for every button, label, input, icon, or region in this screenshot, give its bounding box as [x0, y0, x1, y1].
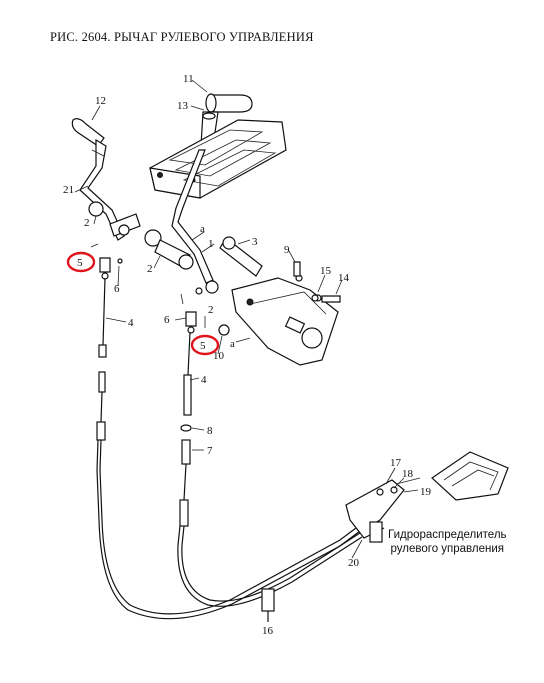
- left-clevis: [90, 243, 123, 280]
- label-13: 13: [177, 100, 189, 112]
- label-3: 3: [252, 236, 258, 248]
- leader-lines: [74, 79, 419, 559]
- label-4-left: 4: [128, 317, 134, 329]
- label-2-right: 2: [208, 304, 214, 316]
- valve-caption: Гидрораспределитель рулевого управления: [388, 528, 507, 556]
- caption-line-1: Гидрораспределитель: [388, 529, 507, 541]
- highlight-circle-5-left: [66, 251, 96, 273]
- right-lever-rod: [171, 149, 214, 284]
- left-lever-pivot: [88, 201, 141, 237]
- label-9: 9: [284, 244, 290, 256]
- label-19: 19: [420, 486, 432, 498]
- label-11: 11: [183, 73, 194, 85]
- label-8: 8: [207, 425, 213, 437]
- washer-10: [218, 324, 230, 336]
- bushing-parts: [144, 229, 219, 295]
- label-20: 20: [348, 557, 360, 569]
- label-15: 15: [320, 265, 332, 277]
- bolts-group: [293, 261, 341, 303]
- left-lever: [71, 118, 125, 241]
- label-4-center: 4: [201, 374, 207, 386]
- center-clevis: [180, 293, 206, 334]
- rod-16: [261, 588, 275, 622]
- valve-lever-20: [345, 479, 405, 543]
- label-5-center: 5: [200, 340, 206, 352]
- label-5-left: 5: [77, 257, 83, 269]
- label-17: 17: [390, 457, 402, 469]
- left-control-cable: [96, 277, 361, 620]
- label-14: 14: [338, 272, 350, 284]
- hydraulic-valve: [395, 451, 509, 501]
- label-7: 7: [207, 445, 213, 457]
- mounting-bracket: [231, 274, 339, 366]
- caption-line-2: рулевого управления: [390, 543, 505, 555]
- label-a-top: a: [200, 223, 205, 235]
- label-12: 12: [95, 95, 106, 107]
- label-10: 10: [213, 350, 225, 362]
- highlight-circle-5-center: [190, 334, 220, 356]
- figure-title: РИС. 2604. РЫЧАГ РУЛЕВОГО УПРАВЛЕНИЯ: [50, 30, 314, 44]
- label-2-middle: 2: [147, 263, 153, 275]
- cross-shaft: [219, 236, 263, 277]
- label-6-center: 6: [164, 314, 170, 326]
- label-a-bottom: a: [230, 338, 235, 350]
- label-18: 18: [402, 468, 414, 480]
- shift-cover-housing: [149, 119, 287, 199]
- label-2-left: 2: [84, 217, 90, 229]
- label-6-left: 6: [114, 283, 120, 295]
- label-16: 16: [262, 625, 274, 637]
- label-1: 1: [208, 238, 214, 250]
- label-21: 21: [63, 184, 74, 196]
